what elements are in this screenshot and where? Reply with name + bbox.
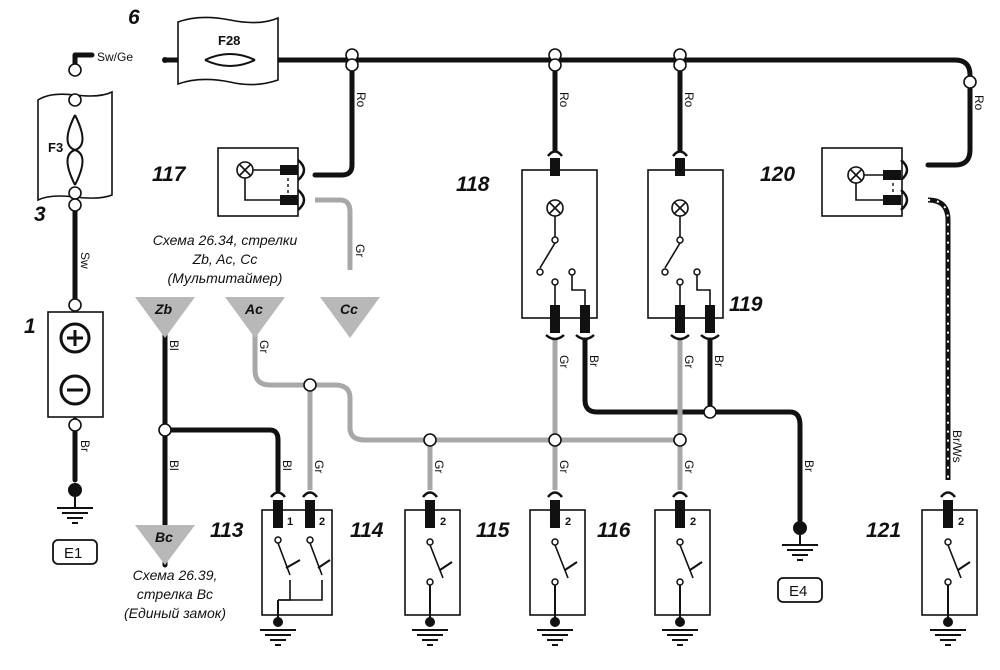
component-number: 3: [34, 203, 46, 226]
svg-text:Zb: Zb: [154, 301, 173, 317]
svg-text:Ac: Ac: [244, 301, 263, 317]
arrow-cc: Cc: [320, 297, 380, 338]
svg-text:Sw: Sw: [78, 252, 92, 269]
arrow-bc: Bc: [135, 525, 195, 565]
ground-icon: [929, 629, 967, 646]
ground-icon: [411, 629, 449, 646]
component-number: 120: [760, 163, 795, 186]
svg-text:Gr: Gr: [312, 460, 326, 473]
svg-text:Br: Br: [78, 440, 92, 452]
svg-text:Gr: Gr: [557, 460, 571, 473]
component-number: 118: [456, 173, 490, 196]
svg-text:Gr: Gr: [432, 460, 446, 473]
svg-text:Gr: Gr: [257, 340, 271, 353]
lamp-icon: [236, 161, 254, 179]
fuse-label-f3: F3: [48, 140, 63, 155]
svg-text:Zb, Ac, Cc: Zb, Ac, Cc: [192, 251, 258, 267]
ground-symbols: [56, 483, 967, 646]
switch-114: 2: [404, 491, 461, 627]
pin-label: 2: [958, 516, 964, 528]
svg-text:Br: Br: [587, 355, 601, 367]
ground-tag-e4: E4: [777, 577, 823, 603]
ground-icon: [781, 544, 819, 561]
svg-text:Br/Ws: Br/Ws: [950, 430, 964, 463]
svg-text:Gr: Gr: [682, 460, 696, 473]
svg-text:Gr: Gr: [353, 244, 367, 257]
component-number: 116: [597, 519, 631, 542]
switch-121: 2: [921, 491, 978, 627]
svg-text:Bc: Bc: [155, 529, 173, 545]
fuse-label-f28: F28: [218, 33, 240, 48]
pin-label: 1: [287, 516, 293, 528]
pin-label: 2: [319, 516, 325, 528]
power-wires: [72, 52, 973, 568]
svg-text:Gr: Gr: [682, 355, 696, 368]
svg-text:Схема 26.34, стрелки: Схема 26.34, стрелки: [153, 232, 298, 248]
svg-text:Bl: Bl: [280, 460, 294, 471]
splice-nodes: [68, 48, 977, 447]
component-number: 117: [152, 163, 187, 186]
svg-text:Ro: Ro: [682, 92, 696, 108]
ground-icon: [259, 629, 297, 646]
component-number: 1: [24, 315, 36, 338]
component-number: 6: [128, 6, 140, 29]
fuse-f28: F28: [177, 16, 279, 86]
battery: [47, 311, 104, 418]
pin-label: 2: [690, 516, 696, 528]
arrow-ac: Ac: [225, 297, 285, 338]
component-numbers: 6 3 1 117 118 119 120 113 114 115 116 12…: [24, 6, 901, 542]
arrow-zb: Zb: [135, 297, 195, 338]
pin-label: 2: [565, 516, 571, 528]
switch-119: [647, 150, 724, 341]
svg-text:Br: Br: [802, 460, 816, 472]
lamp-117: [217, 147, 306, 217]
lamp-icon: [546, 199, 564, 217]
svg-text:Ro: Ro: [557, 92, 571, 108]
svg-text:Bl: Bl: [167, 340, 181, 351]
svg-text:Sw/Ge: Sw/Ge: [97, 50, 133, 64]
component-number: 121: [866, 519, 901, 542]
svg-text:Bl: Bl: [167, 460, 181, 471]
fuse-f3: F3: [37, 90, 113, 202]
svg-text:Ro: Ro: [354, 92, 368, 108]
component-number: 113: [210, 519, 244, 542]
svg-text:Ro: Ro: [972, 95, 986, 111]
svg-text:E1: E1: [64, 545, 82, 562]
svg-text:Gr: Gr: [557, 355, 571, 368]
svg-text:Схема 26.39,: Схема 26.39,: [133, 567, 218, 583]
ground-icon: [661, 629, 699, 646]
svg-text:E4: E4: [789, 583, 807, 600]
component-number: 115: [476, 519, 510, 542]
lamp-icon: [671, 199, 689, 217]
reference-note-multitimer: Схема 26.34, стрелки Zb, Ac, Cc (Мультит…: [153, 232, 298, 286]
svg-text:Br: Br: [712, 355, 726, 367]
component-number: 119: [729, 293, 763, 316]
ground-tag-e1: E1: [52, 539, 98, 565]
reference-note-central-lock: Схема 26.39, стрелка Bc (Единый замок): [124, 567, 226, 621]
lamp-icon: [847, 166, 865, 184]
svg-text:стрелка Bc: стрелка Bc: [137, 586, 213, 602]
switch-113: 1 2: [261, 491, 333, 627]
lamp-120: [821, 147, 909, 217]
ground-icon: [56, 507, 94, 524]
switch-116: 2: [654, 491, 711, 627]
svg-text:(Мультитаймер): (Мультитаймер): [168, 270, 283, 286]
switch-118: [521, 150, 598, 341]
ground-icon: [536, 629, 574, 646]
component-number: 114: [350, 519, 384, 542]
svg-text:Cc: Cc: [340, 301, 358, 317]
svg-text:(Единый замок): (Единый замок): [124, 605, 226, 621]
pin-label: 2: [440, 516, 446, 528]
wire-labels: Sw/Ge Sw Br Ro Ro Ro Ro Gr Bl Gr Bl Bl G…: [78, 50, 986, 473]
switch-115: 2: [529, 491, 586, 627]
